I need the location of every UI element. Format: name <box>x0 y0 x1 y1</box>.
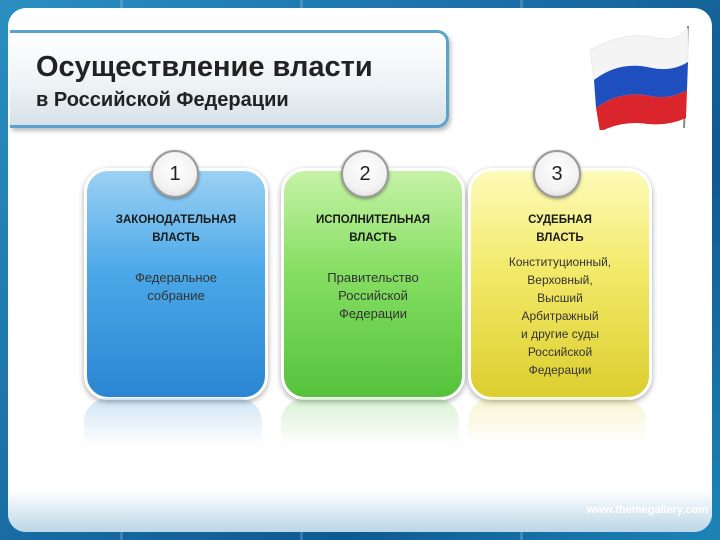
russian-flag-icon <box>589 25 689 130</box>
footer-band <box>8 490 712 532</box>
branch-number-badge: 1 <box>151 150 199 198</box>
slide: Осуществление власти в Российской Федера… <box>8 8 712 532</box>
branch-number-badge: 3 <box>533 150 581 198</box>
branch-number-badge: 2 <box>341 150 389 198</box>
page-subtitle: в Российской Федерации <box>36 89 289 111</box>
card-reflection <box>468 398 646 446</box>
footer-website: www.themegallery.com <box>586 504 708 516</box>
card-reflection <box>84 398 262 446</box>
card-reflection <box>281 398 459 446</box>
branch-body: Конституционный,Верховный,Высший Арбитра… <box>508 255 612 377</box>
page-title: Осуществление власти <box>36 51 373 83</box>
title-box: Осуществление власти в Российской Федера… <box>10 30 449 128</box>
